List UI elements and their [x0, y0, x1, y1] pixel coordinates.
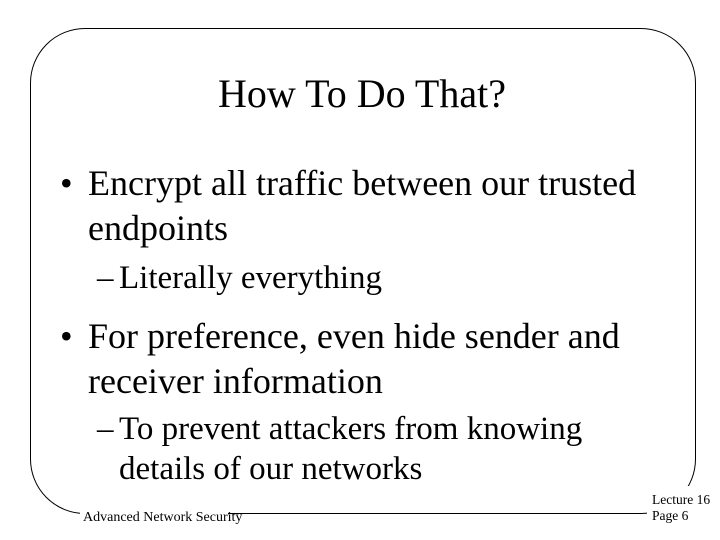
footer-page-number: Page 6 — [652, 508, 689, 523]
footer-left-mask — [80, 503, 228, 521]
bullet-line: For preference, even hide sender and — [88, 316, 620, 356]
bullet-line: Literally everything — [119, 260, 382, 296]
bullet-item: • Encrypt all traffic between our truste… — [60, 161, 637, 251]
bullet-line: To prevent attackers from knowing — [119, 411, 583, 447]
dash-marker: – — [97, 411, 114, 447]
footer-right-mask — [647, 486, 720, 526]
sub-bullet-item: – To prevent attackers from knowing deta… — [97, 409, 582, 489]
bullet-line: Encrypt all traffic between our trusted — [88, 163, 637, 203]
lecture-page-info: Lecture 16 Page 6 — [652, 492, 710, 524]
bullet-line: endpoints — [88, 208, 228, 248]
slide-title: How To Do That? — [218, 71, 506, 116]
bullet-line: receiver information — [88, 361, 383, 401]
sub-bullet-item: – Literally everything — [97, 258, 382, 298]
footer-course-name: Advanced Network Security — [83, 510, 243, 525]
dash-marker: – — [97, 260, 114, 296]
slide-frame — [30, 28, 696, 514]
bullet-line: details of our networks — [119, 451, 423, 487]
bullet-item: • For preference, even hide sender and r… — [60, 314, 620, 404]
bullet-marker: • — [60, 316, 73, 356]
bullet-marker: • — [60, 163, 73, 203]
footer-lecture-number: Lecture 16 — [652, 492, 711, 507]
